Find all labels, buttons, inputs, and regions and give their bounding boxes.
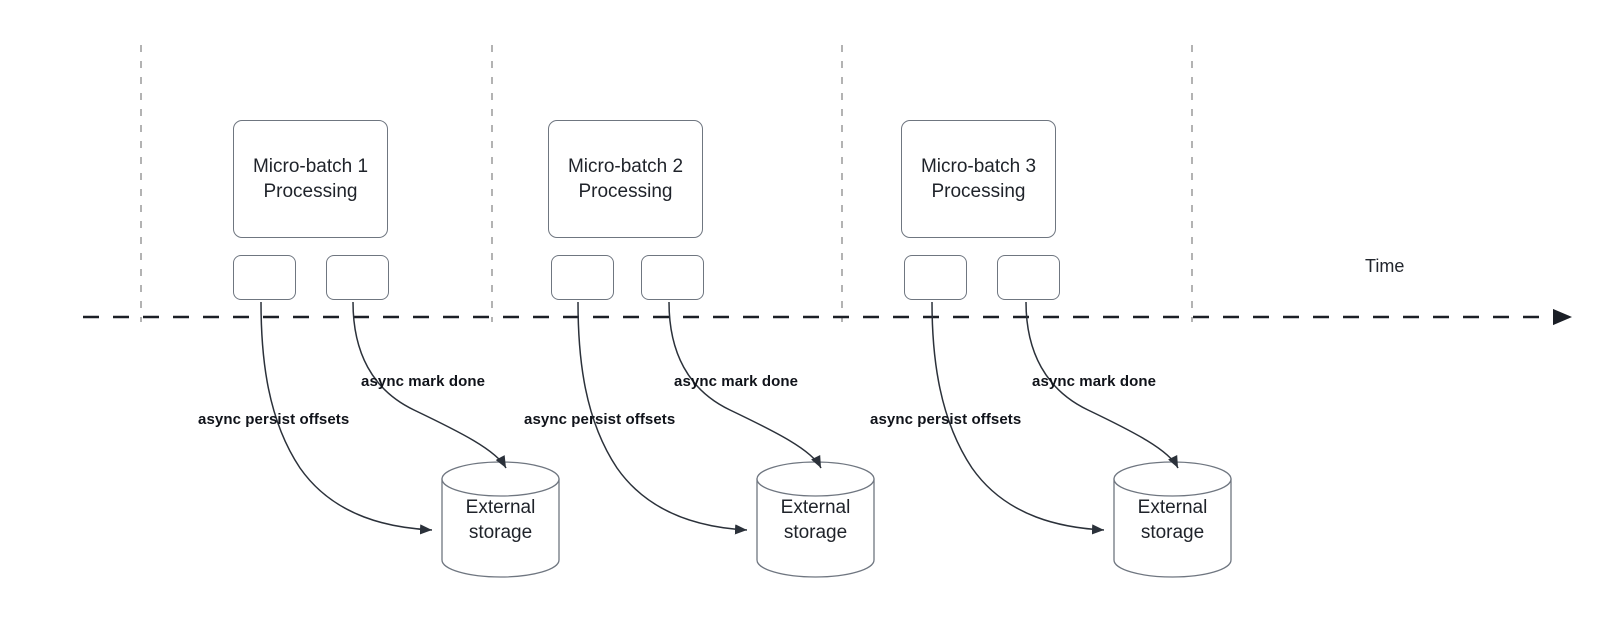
mark-done-label-1: async mark done xyxy=(361,373,486,390)
storage-cylinder-1 xyxy=(441,461,560,578)
storage-label-2: External storage xyxy=(780,496,851,543)
storage-cylinders xyxy=(441,461,1232,578)
batch-box-2[interactable]: Micro-batch 2 Processing xyxy=(548,120,703,238)
cylinder-top-1 xyxy=(441,461,560,497)
storage-cylinder-3 xyxy=(1113,461,1232,578)
cylinder-body-2 xyxy=(756,478,875,578)
persist-offsets-edge-2 xyxy=(577,301,748,535)
mark-done-edge-3 xyxy=(1025,301,1179,469)
persist-offsets-label-1: async persist offsets xyxy=(198,411,350,428)
cylinder-top-2 xyxy=(756,461,875,497)
mark-done-label-2: async mark done xyxy=(674,373,799,390)
task-box-3-1[interactable] xyxy=(904,255,967,300)
persist-offsets-edge-1 xyxy=(260,301,433,535)
batch-box-3[interactable]: Micro-batch 3 Processing xyxy=(901,120,1056,238)
cylinder-top-3 xyxy=(1113,461,1232,497)
task-box-2-2[interactable] xyxy=(641,255,704,300)
task-box-2-1[interactable] xyxy=(551,255,614,300)
mark-done-edge-2 xyxy=(668,301,822,469)
batch-box-1[interactable]: Micro-batch 1 Processing xyxy=(233,120,388,238)
async-edges xyxy=(260,301,1179,535)
persist-offsets-label-2: async persist offsets xyxy=(524,411,676,428)
storage-label-3: External storage xyxy=(1137,496,1208,543)
mark-done-edge-1 xyxy=(352,301,507,469)
persist-offsets-edge-3 xyxy=(931,301,1105,535)
persist-offsets-label-3: async persist offsets xyxy=(870,411,1022,428)
mark-done-label-3: async mark done xyxy=(1032,373,1157,390)
storage-cylinder-2 xyxy=(756,461,875,578)
time-axis-label: Time xyxy=(1365,256,1405,276)
task-box-1-1[interactable] xyxy=(233,255,296,300)
task-box-1-2[interactable] xyxy=(326,255,389,300)
cylinder-body-1 xyxy=(441,478,560,578)
task-box-3-2[interactable] xyxy=(997,255,1060,300)
storage-label-1: External storage xyxy=(465,496,536,543)
cylinder-body-3 xyxy=(1113,478,1232,578)
timeline-guides xyxy=(140,45,1193,322)
